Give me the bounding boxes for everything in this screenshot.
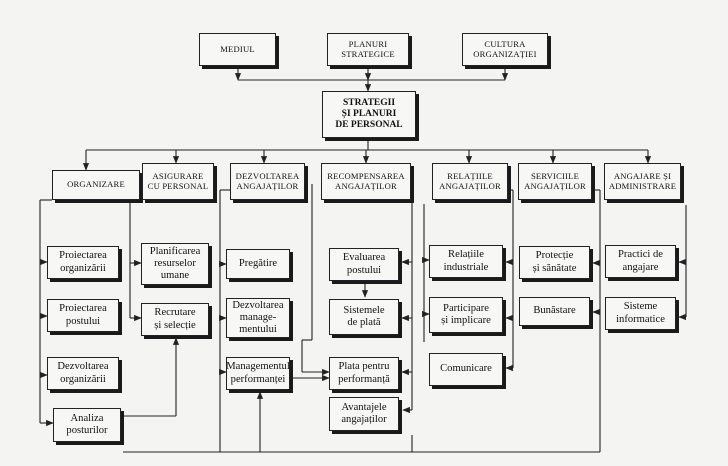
function-angajare: ANGAJARE ȘI ADMINISTRARE (604, 163, 681, 200)
function-dezvoltarea: DEZVOLTAREA ANGAJAȚILOR (230, 163, 305, 200)
activity-evaluarea-postului: Evaluarea postului (329, 248, 399, 281)
activity-dezvoltarea-organizarii: Dezvoltarea organizării (47, 357, 119, 390)
source-cultura-organizatiei: CULTURA ORGANIZAȚIEI (462, 33, 548, 66)
activity-practici-angajare: Practici de angajare (605, 245, 676, 278)
activity-sisteme-informatice: Sisteme informatice (605, 297, 676, 330)
activity-protectie-sanatate: Protecție și sănătate (519, 246, 590, 279)
activity-proiectarea-organizarii: Proiectarea organizării (47, 246, 119, 279)
function-serviciile: SERVICIILE ANGAJAȚILOR (518, 163, 592, 200)
activity-bunastare: Bunăstare (519, 297, 590, 326)
activity-relatiile-industriale: Relațiile industriale (429, 245, 503, 278)
activity-sistemele-plata: Sistemele de plată (329, 299, 399, 335)
source-mediul: MEDIUL (199, 33, 276, 66)
activity-planificarea-resurselor: Planificarea resurselor umane (141, 243, 209, 285)
function-organizare: ORGANIZARE (52, 170, 140, 200)
activity-participare-implicare: Participare și implicare (429, 297, 503, 333)
activity-recrutare-selectie: Recrutare și selecție (141, 303, 209, 336)
activity-proiectarea-postului: Proiectarea postului (47, 299, 119, 332)
activity-avantajele-angajatilor: Avantajele angajaților (329, 397, 399, 431)
activity-dezvoltarea-managementului: Dezvoltarea manage- mentului (226, 298, 290, 338)
activity-comunicare: Comunicare (429, 353, 503, 386)
function-asigurare: ASIGURARE CU PERSONAL (142, 163, 214, 200)
activity-managementul-performantei: Managementul performanței (226, 357, 290, 390)
source-planuri-strategice: PLANURI STRATEGICE (327, 33, 409, 66)
function-relatiile: RELAȚIILE ANGAJAȚILOR (432, 163, 508, 200)
activity-analiza-posturilor: Analiza posturilor (53, 408, 121, 442)
center-strategii: STRATEGII ȘI PLANURI DE PERSONAL (322, 91, 416, 138)
activity-pregatire: Pregătire (226, 249, 290, 279)
activity-plata-performanta: Plata pentru performanță (329, 357, 399, 390)
function-recompensarea: RECOMPENSAREA ANGAJAȚILOR (321, 163, 411, 200)
